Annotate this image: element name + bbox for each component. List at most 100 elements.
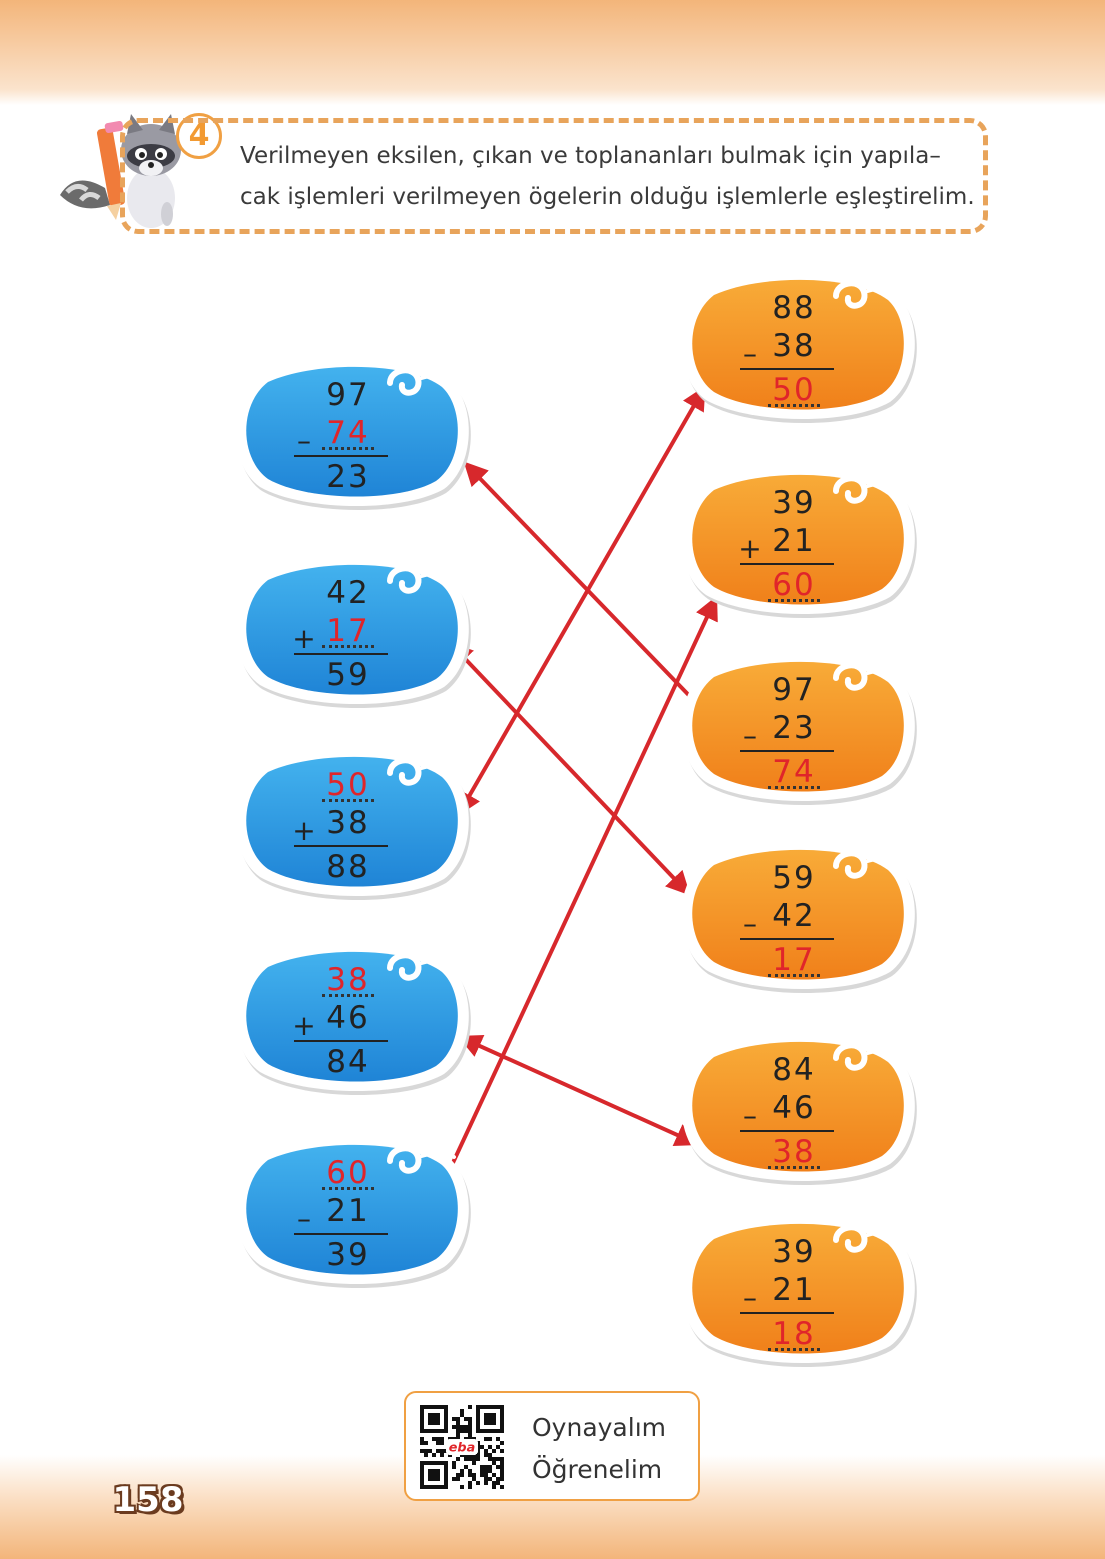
match-arrow bbox=[457, 1034, 700, 1147]
bubble-shape bbox=[681, 270, 917, 424]
result-number: 88 bbox=[326, 849, 370, 885]
operation-line bbox=[740, 563, 834, 565]
answer-dotted-line bbox=[322, 797, 374, 802]
operation-line bbox=[740, 1130, 834, 1132]
svg-text:eba: eba bbox=[449, 1440, 475, 1455]
match-arrow bbox=[463, 461, 710, 717]
result-number[interactable]: 38 bbox=[772, 1134, 816, 1170]
top-number: 39 bbox=[772, 1234, 816, 1270]
bubble-shape bbox=[235, 747, 471, 901]
top-number: 97 bbox=[772, 672, 816, 708]
operation-line bbox=[740, 1312, 834, 1314]
minus-sign: – bbox=[743, 1099, 757, 1132]
qr-panel[interactable]: eba Oynayalım Öğrenelim bbox=[404, 1391, 700, 1501]
match-arrow bbox=[434, 595, 718, 1202]
middle-number: 38 bbox=[772, 328, 816, 364]
answer-dotted-line bbox=[768, 597, 820, 602]
middle-number[interactable]: 17 bbox=[326, 613, 370, 649]
result-number: 59 bbox=[326, 657, 370, 693]
plus-sign: + bbox=[292, 1009, 316, 1042]
answer-dotted-line bbox=[322, 992, 374, 997]
answer-dotted-line bbox=[768, 402, 820, 407]
operation-line bbox=[294, 455, 388, 457]
middle-number[interactable]: 74 bbox=[326, 415, 370, 451]
result-number: 39 bbox=[326, 1237, 370, 1273]
top-number[interactable]: 60 bbox=[326, 1155, 370, 1191]
answer-dotted-line bbox=[768, 784, 820, 789]
answer-dotted-line bbox=[768, 1164, 820, 1169]
top-number: 42 bbox=[326, 575, 370, 611]
top-number: 84 bbox=[772, 1052, 816, 1088]
operation-line bbox=[294, 653, 388, 655]
bubble-shape bbox=[235, 942, 471, 1096]
middle-number: 42 bbox=[772, 898, 816, 934]
plus-sign: + bbox=[738, 532, 762, 565]
bubble-shape bbox=[681, 840, 917, 994]
top-number: 39 bbox=[772, 485, 816, 521]
match-arrow bbox=[448, 641, 691, 896]
bubble-shape bbox=[235, 357, 471, 511]
minus-sign: – bbox=[297, 1202, 311, 1235]
qr-label: Oynayalım Öğrenelim bbox=[532, 1413, 666, 1484]
middle-number: 21 bbox=[772, 523, 816, 559]
plus-sign: + bbox=[292, 814, 316, 847]
bubble-shape bbox=[235, 555, 471, 709]
answer-dotted-line bbox=[322, 445, 374, 450]
top-number[interactable]: 38 bbox=[326, 962, 370, 998]
top-band bbox=[0, 0, 1105, 105]
middle-number: 38 bbox=[326, 805, 370, 841]
top-number: 59 bbox=[772, 860, 816, 896]
result-number[interactable]: 74 bbox=[772, 754, 816, 790]
bubble-shape bbox=[681, 1032, 917, 1186]
qr-code-icon[interactable]: eba bbox=[420, 1405, 504, 1489]
minus-sign: – bbox=[743, 907, 757, 940]
result-number: 84 bbox=[326, 1044, 370, 1080]
minus-sign: – bbox=[743, 1281, 757, 1314]
operation-line bbox=[294, 1233, 388, 1235]
result-number[interactable]: 17 bbox=[772, 942, 816, 978]
operation-line bbox=[740, 750, 834, 752]
bubble-shape bbox=[681, 1214, 917, 1368]
result-number[interactable]: 50 bbox=[772, 372, 816, 408]
middle-number: 21 bbox=[772, 1272, 816, 1308]
answer-dotted-line bbox=[322, 1185, 374, 1190]
top-number: 88 bbox=[772, 290, 816, 326]
result-number[interactable]: 60 bbox=[772, 567, 816, 603]
operation-line bbox=[740, 938, 834, 940]
operation-line bbox=[294, 845, 388, 847]
bubble-shape bbox=[681, 465, 917, 619]
plus-sign: + bbox=[292, 622, 316, 655]
minus-sign: – bbox=[297, 424, 311, 457]
bubble-shape bbox=[235, 1135, 471, 1289]
instruction-box bbox=[120, 118, 988, 234]
instruction-text: Verilmeyen eksilen, çıkan ve toplananlar… bbox=[240, 143, 975, 210]
middle-number: 46 bbox=[772, 1090, 816, 1126]
result-number: 23 bbox=[326, 459, 370, 495]
middle-number: 23 bbox=[772, 710, 816, 746]
minus-sign: – bbox=[743, 719, 757, 752]
answer-dotted-line bbox=[768, 1346, 820, 1351]
minus-sign: – bbox=[743, 337, 757, 370]
result-number[interactable]: 18 bbox=[772, 1316, 816, 1352]
bubble-shape bbox=[681, 652, 917, 806]
operation-line bbox=[740, 368, 834, 370]
answer-dotted-line bbox=[322, 643, 374, 648]
answer-dotted-line bbox=[768, 972, 820, 977]
middle-number: 21 bbox=[326, 1193, 370, 1229]
middle-number: 46 bbox=[326, 1000, 370, 1036]
top-number[interactable]: 50 bbox=[326, 767, 370, 803]
page-number: 158 bbox=[112, 1480, 184, 1520]
operation-line bbox=[294, 1040, 388, 1042]
match-arrow bbox=[457, 385, 706, 817]
